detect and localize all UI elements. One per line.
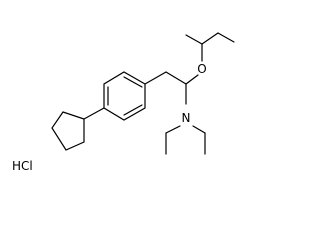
bond-oxygen-ch [185, 74, 199, 85]
bond-nitrogen-ethyl-left [165, 125, 181, 134]
bond-lines [51, 32, 235, 155]
benzene-double-bond-top [123, 76, 143, 88]
bond-butyl-ethyl-terminal [217, 32, 235, 43]
oxygen-atom-label: O [197, 62, 206, 76]
salt-label: HCl [12, 159, 33, 173]
bond-ch-ch2 [165, 71, 187, 85]
bond-nitrogen-ethyl-right [192, 125, 206, 134]
nitrogen-atom-label: N [182, 111, 191, 125]
bond-butyl-methyl [185, 34, 203, 45]
atom-labels: O N HCl [12, 62, 207, 173]
cyclopentane-ring [51, 111, 85, 151]
bond-butyl-ethyl [201, 32, 219, 45]
benzene-ring [103, 71, 146, 121]
chemical-structure-drawing: O N HCl [12, 32, 235, 173]
bond-ch2-ring [144, 71, 167, 85]
bond-ring-cyclopentyl [83, 107, 105, 120]
benzene-double-bond-bottom [123, 104, 143, 116]
